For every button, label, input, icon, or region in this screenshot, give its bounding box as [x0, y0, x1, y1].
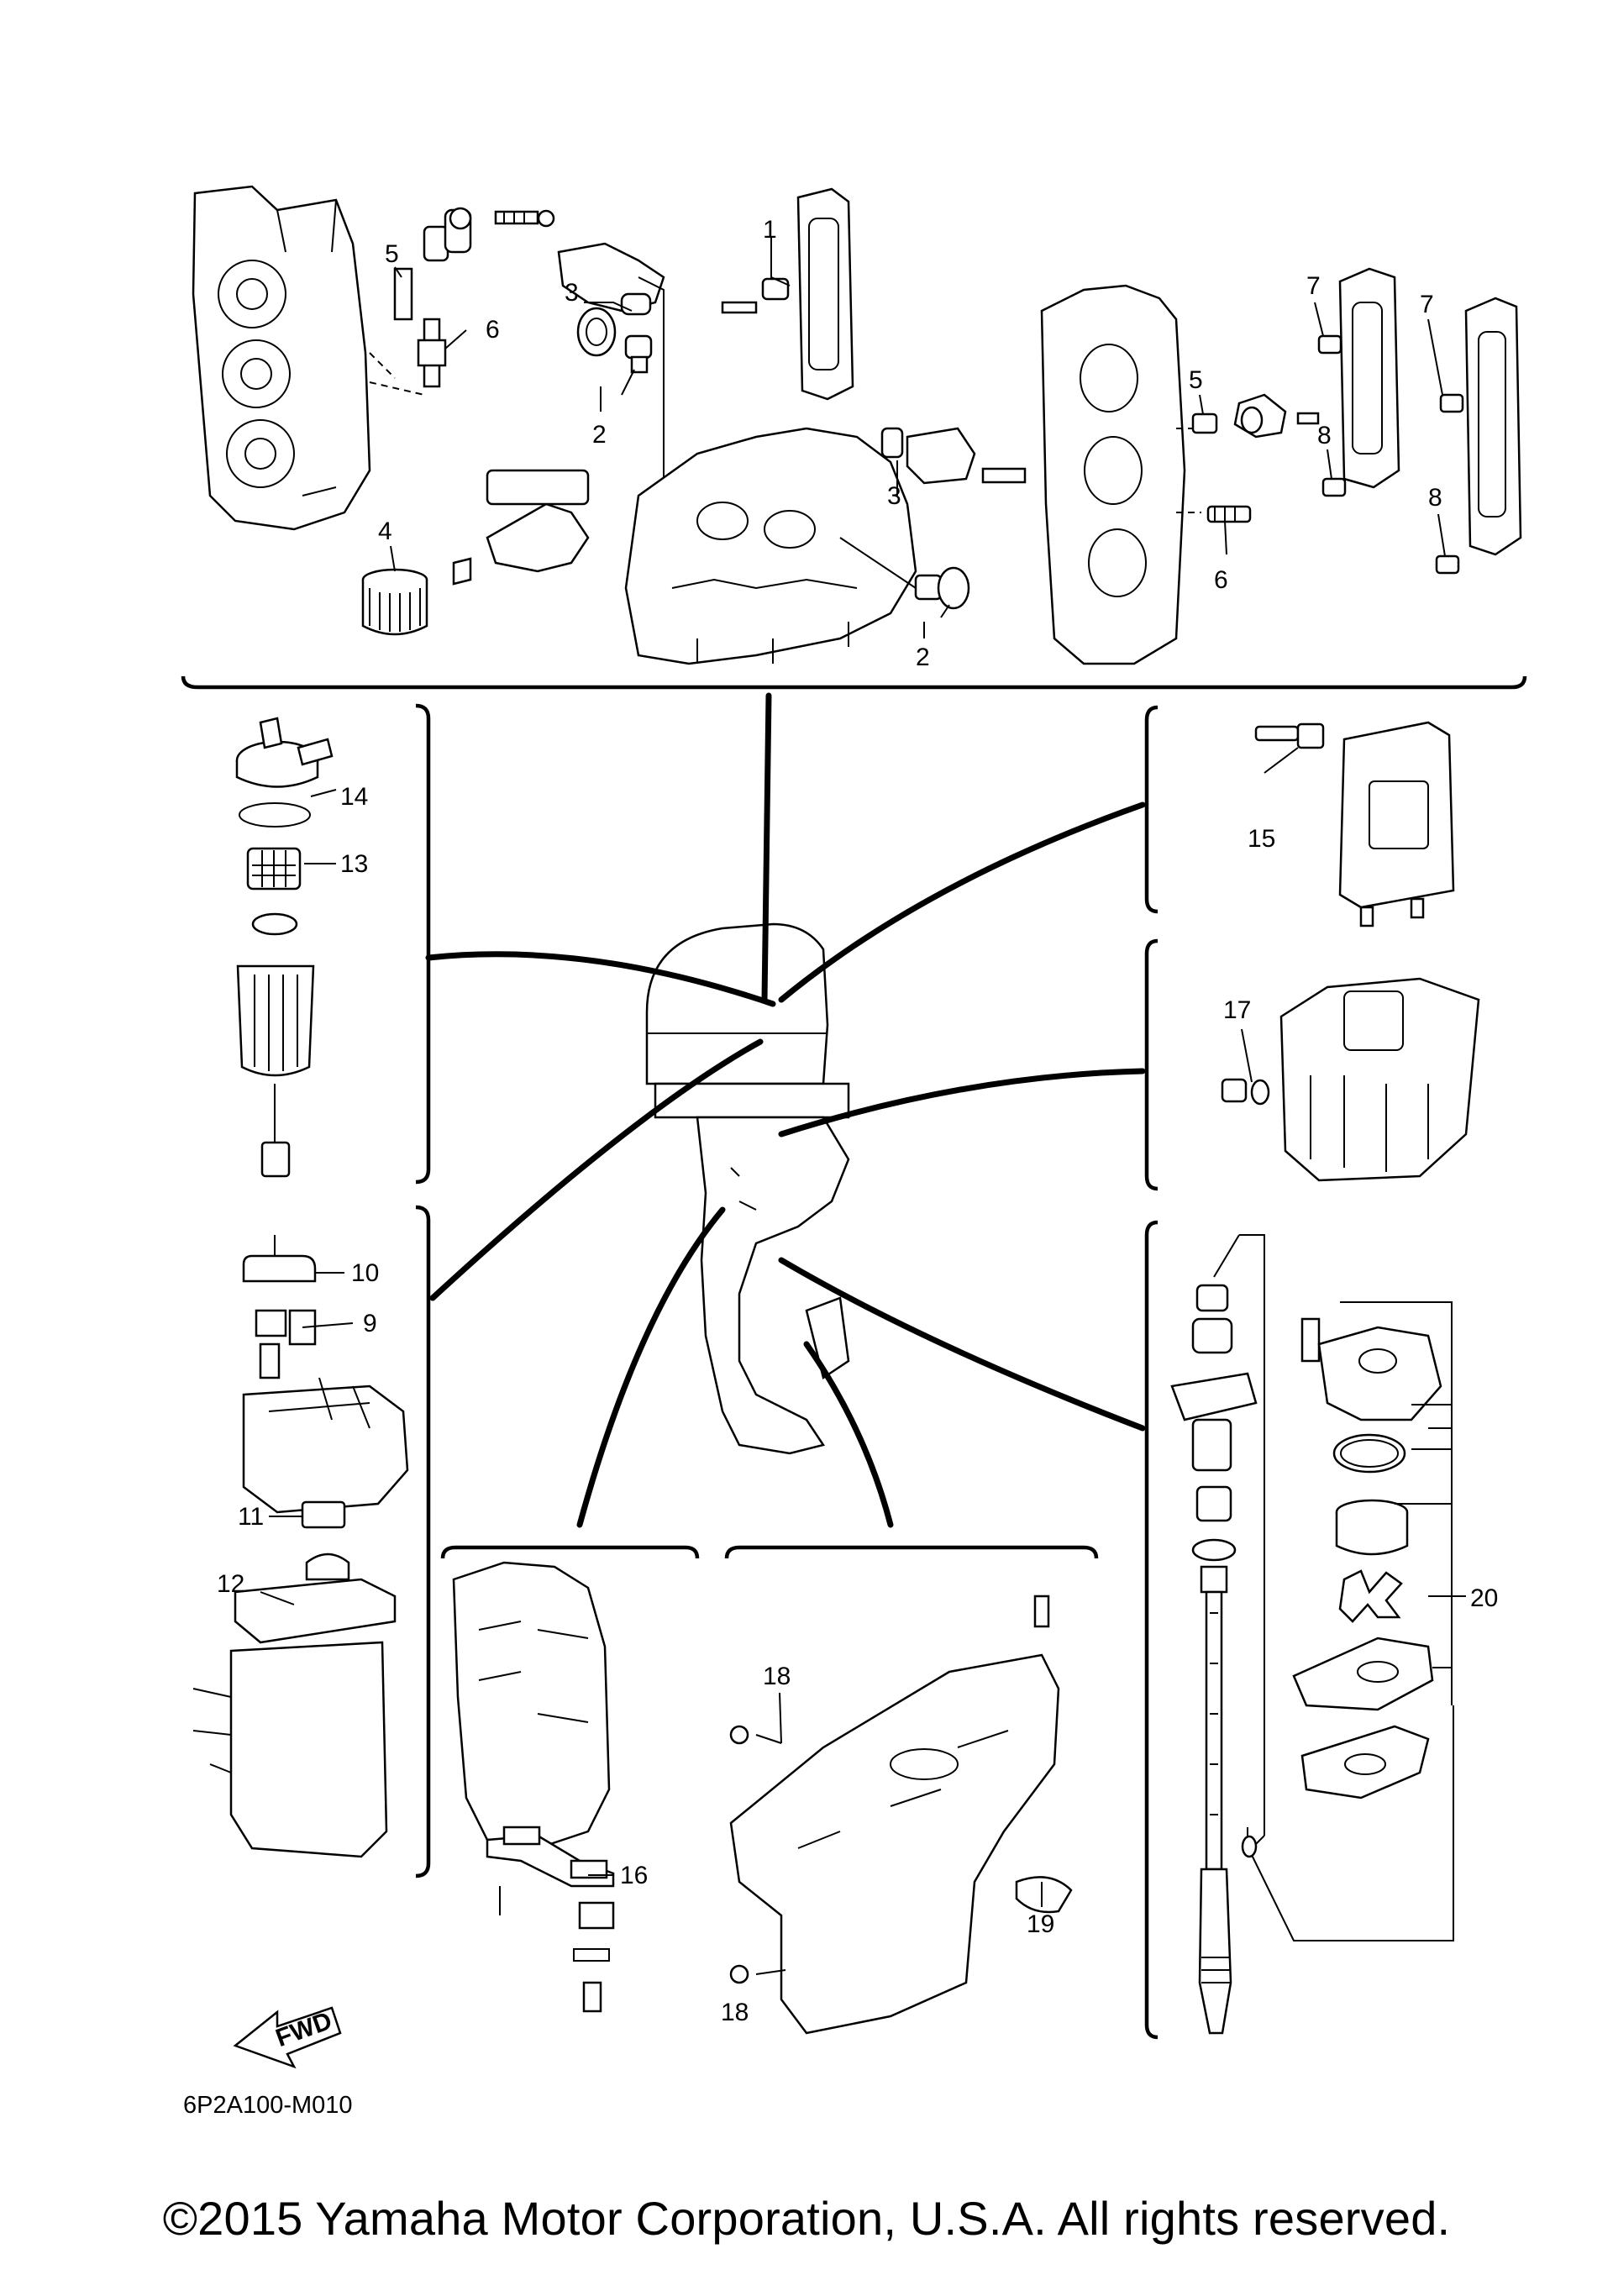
bracket-right-2 — [1144, 938, 1159, 1191]
driveshaft-assembly — [1170, 1234, 1265, 2035]
callout-7-right: 7 — [1420, 291, 1434, 318]
callout-3-left: 3 — [565, 279, 579, 307]
callout-3-right: 3 — [887, 482, 901, 510]
anode-cover-right-1 — [1317, 267, 1400, 497]
bracket-bottom-2 — [724, 1545, 1099, 1559]
bracket-left-2 — [415, 1205, 431, 1878]
anode-cover-right-2 — [1435, 297, 1522, 575]
bolts-top — [494, 209, 555, 228]
anode-cover-center — [721, 187, 854, 401]
cylinder-head-right — [1040, 284, 1201, 665]
callout-16: 16 — [620, 1862, 648, 1889]
top-bracket — [181, 675, 1527, 690]
engine-block — [624, 427, 917, 665]
cylinder-head-left — [192, 185, 371, 531]
drain-plug-right — [839, 537, 970, 610]
thermostat-housing — [557, 242, 665, 521]
outboard-motor — [645, 922, 850, 1455]
top-assembly-group — [192, 185, 1522, 665]
copyright-notice: ©2015 Yamaha Motor Corporation, U.S.A. A… — [162, 2192, 1451, 2245]
callout-5-right: 5 — [1189, 366, 1203, 394]
callout-2-left: 2 — [592, 421, 607, 449]
callout-19: 19 — [1027, 1910, 1054, 1938]
callout-1: 1 — [763, 216, 777, 244]
callout-4: 4 — [378, 518, 392, 545]
bracket-right-1 — [1144, 705, 1159, 914]
swivel-bracket-assembly — [452, 1561, 615, 2013]
bracket-left-1 — [415, 703, 431, 1185]
water-pump-assembly — [1241, 1301, 1466, 1941]
callout-5-left: 5 — [385, 240, 399, 268]
drawing-code: 6P2A100-M010 — [183, 2092, 353, 2119]
callout-18-bottom: 18 — [721, 1999, 749, 2026]
leader-lines-center — [425, 692, 1146, 1528]
lower-unit-case — [729, 1595, 1073, 2035]
callout-9: 9 — [363, 1310, 377, 1337]
callout-12: 12 — [217, 1570, 244, 1598]
callout-7-left: 7 — [1306, 272, 1321, 300]
callouts — [260, 238, 1446, 1907]
spark-plug-left — [369, 207, 472, 396]
callout-2-right: 2 — [916, 644, 930, 671]
callout-15: 15 — [1248, 825, 1275, 853]
gasket-left — [576, 307, 653, 374]
callout-14: 14 — [340, 783, 368, 811]
fwd-arrow: FWD — [233, 2006, 342, 2069]
vapor-separator-assembly — [192, 1235, 409, 1858]
callout-20: 20 — [1470, 1584, 1498, 1612]
fuel-filter-assembly — [235, 717, 334, 1178]
oil-filter — [361, 469, 590, 636]
bracket-bottom-1 — [440, 1545, 700, 1559]
callout-10: 10 — [351, 1259, 379, 1287]
callout-11: 11 — [238, 1503, 264, 1531]
callout-6-left: 6 — [486, 316, 500, 344]
callout-8-left: 8 — [1317, 422, 1332, 449]
callout-8-right: 8 — [1428, 484, 1442, 512]
upper-casing-17 — [1221, 977, 1480, 1182]
callout-18-top: 18 — [763, 1663, 791, 1690]
bracket-right-3 — [1144, 1220, 1159, 2040]
cover-plate-15 — [1254, 721, 1455, 927]
callout-17: 17 — [1223, 996, 1251, 1024]
callout-6-right: 6 — [1214, 566, 1228, 594]
spark-plug-right — [1191, 393, 1320, 523]
callout-13: 13 — [340, 850, 368, 878]
thermostat-right — [880, 427, 1027, 485]
